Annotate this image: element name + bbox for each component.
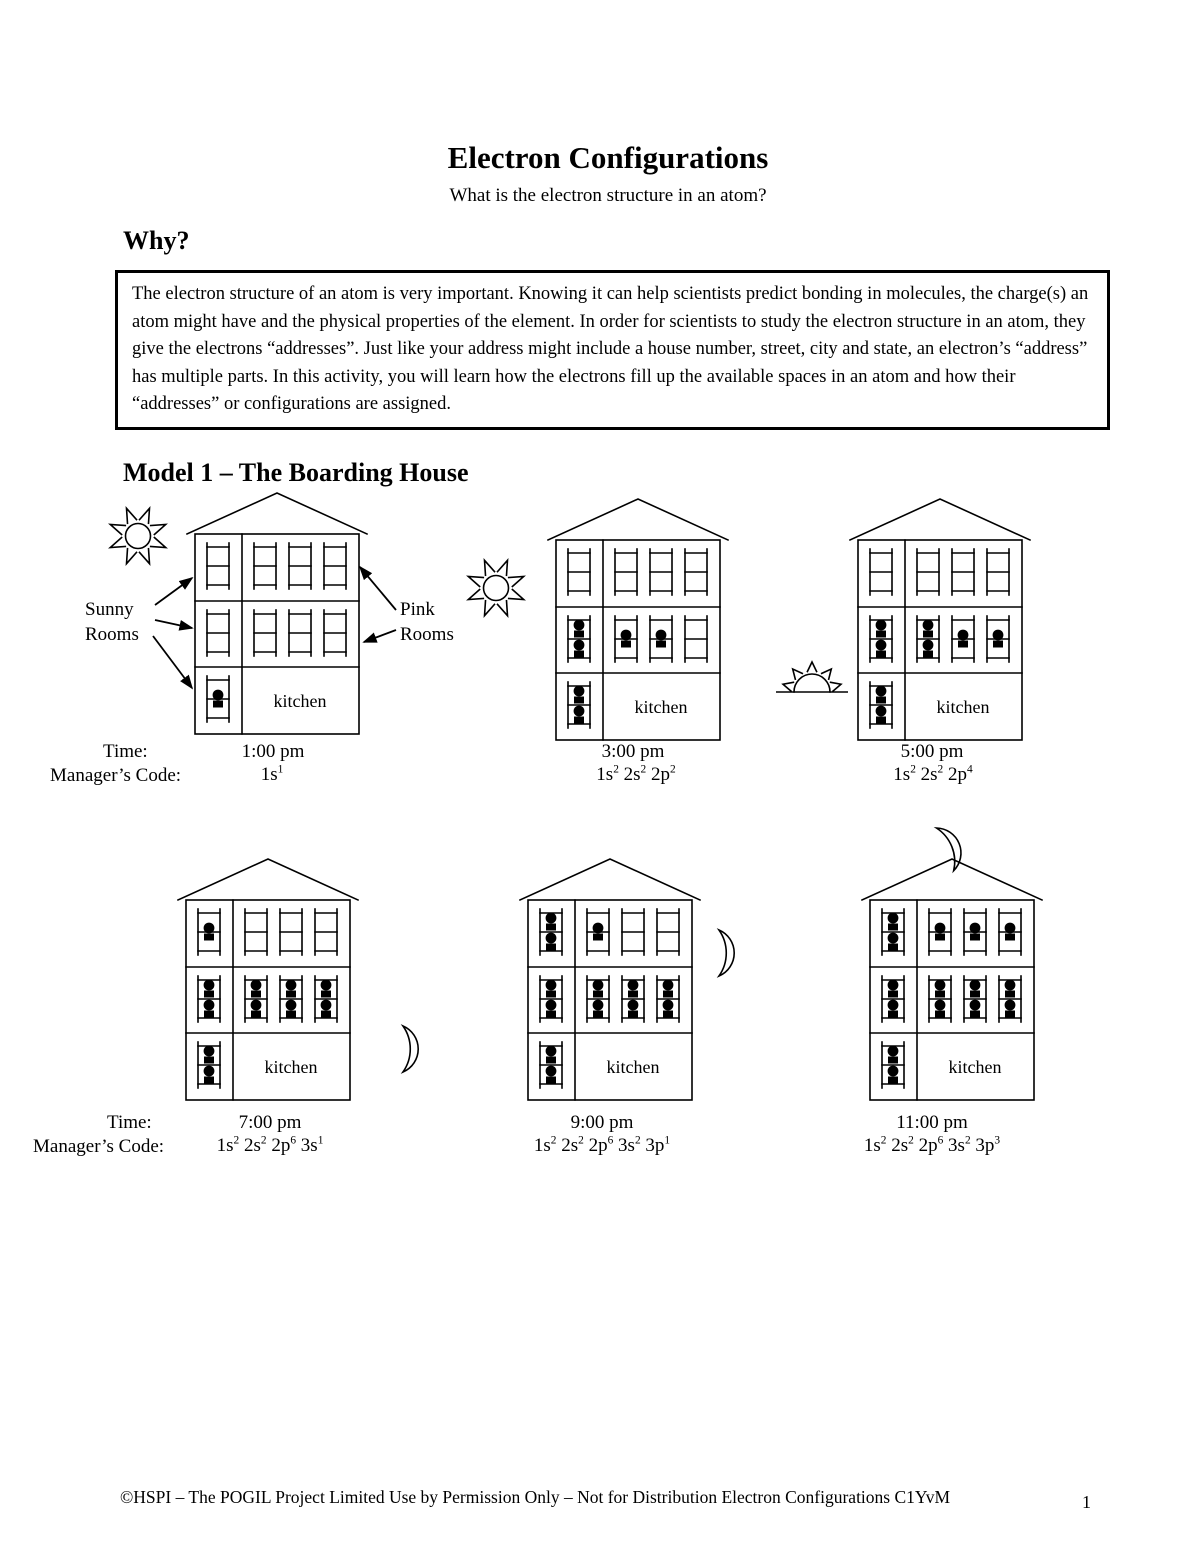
boarding-house-3: kitchen [848, 496, 1033, 746]
boarding-house-1: kitchen [185, 490, 370, 740]
svg-text:kitchen: kitchen [265, 1057, 318, 1077]
sun-icon [460, 552, 532, 624]
moon-icon [923, 815, 979, 881]
svg-text:kitchen: kitchen [274, 691, 327, 711]
model-heading: Model 1 – The Boarding House [123, 458, 469, 487]
boarding-house-6: kitchen [860, 856, 1045, 1106]
boarding-house-5: kitchen [518, 856, 703, 1106]
time-label-row1: Time: [103, 741, 148, 762]
house-code-4: 1s2 2s2 2p6 3s1 [216, 1134, 324, 1156]
sun-icon [102, 500, 174, 572]
time-label-row2: Time: [107, 1112, 152, 1133]
footer-text: ©HSPI – The POGIL Project Limited Use by… [120, 1487, 951, 1507]
boarding-house-4: kitchen [176, 856, 361, 1106]
page-number: 1 [1082, 1492, 1091, 1512]
managers-code-label-row1: Manager’s Code: [50, 765, 182, 786]
why-text: The electron structure of an atom is ver… [132, 284, 1089, 414]
why-heading: Why? [123, 226, 190, 255]
managers-code-label-row2: Manager’s Code: [33, 1136, 165, 1157]
house-code-6: 1s2 2s2 2p6 3s2 3p3 [863, 1134, 1001, 1156]
svg-text:kitchen: kitchen [607, 1057, 660, 1077]
svg-text:kitchen: kitchen [949, 1057, 1002, 1077]
house-time-5: 9:00 pm [570, 1112, 634, 1133]
svg-text:kitchen: kitchen [937, 697, 990, 717]
pink-rooms-label: Pink Rooms [400, 599, 454, 645]
house-code-5: 1s2 2s2 2p6 3s2 3p1 [533, 1134, 671, 1156]
house-time-2: 3:00 pm [601, 741, 665, 762]
house-code-3: 1s2 2s2 2p4 [893, 763, 973, 785]
house-time-3: 5:00 pm [900, 741, 964, 762]
boarding-house-2: kitchen [546, 496, 731, 746]
house-time-4: 7:00 pm [238, 1112, 302, 1133]
svg-text:kitchen: kitchen [635, 697, 688, 717]
annotation-arrows [140, 540, 480, 710]
house-code-1: 1s1 [260, 763, 284, 785]
house-code-2: 1s2 2s2 2p2 [596, 763, 676, 785]
setting-sun-icon [776, 658, 848, 700]
house-time-1: 1:00 pm [241, 741, 305, 762]
why-box: The electron structure of an atom is ver… [115, 270, 1110, 430]
moon-icon [706, 926, 744, 982]
house-time-6: 11:00 pm [896, 1112, 968, 1133]
page-title: Electron Configurations [447, 140, 769, 175]
page-subtitle: What is the electron structure in an ato… [449, 185, 767, 206]
moon-icon [390, 1022, 428, 1078]
sunny-rooms-label: Sunny Rooms [85, 599, 139, 645]
